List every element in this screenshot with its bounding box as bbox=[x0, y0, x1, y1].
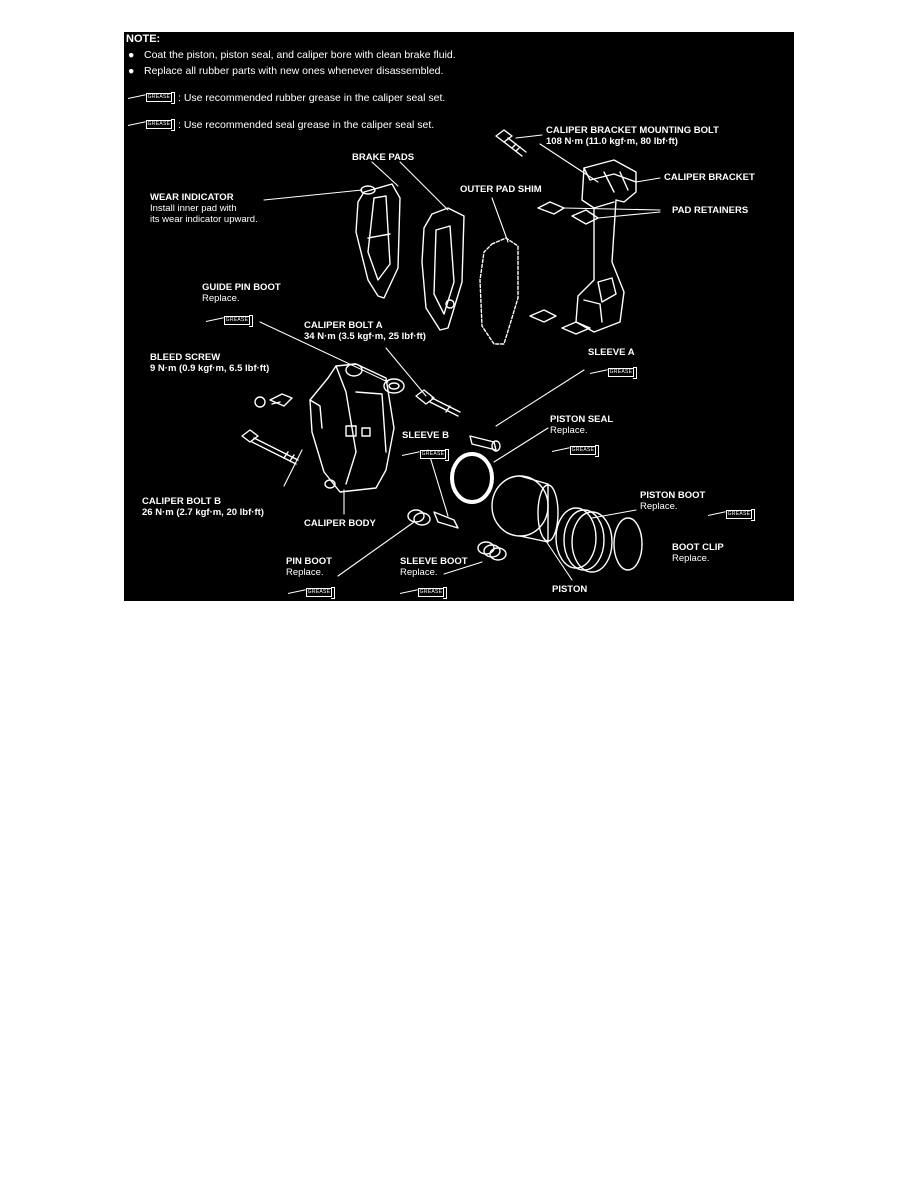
caliper-bolt-a bbox=[415, 389, 461, 417]
label-piston-boot-note: Replace. bbox=[640, 501, 678, 512]
note-line-1: Coat the piston, piston seal, and calipe… bbox=[144, 49, 456, 61]
label-wear-indicator-line-2: its wear indicator upward. bbox=[150, 214, 258, 225]
piston-shape bbox=[491, 475, 559, 543]
grease-tube-text: GREASE bbox=[418, 588, 444, 597]
grease-tube-text: GREASE bbox=[726, 510, 752, 519]
grease-tube-text: GREASE bbox=[420, 450, 446, 459]
label-caliper-bolt-a-torque: 34 N·m (3.5 kgf·m, 25 lbf·ft) bbox=[304, 331, 426, 342]
label-outer-pad-shim: OUTER PAD SHIM bbox=[460, 184, 542, 195]
label-caliper-bolt-a: CALIPER BOLT A bbox=[304, 320, 383, 331]
grease-tube-text: GREASE bbox=[146, 120, 172, 129]
outer-pad-shim bbox=[479, 237, 519, 345]
grease-tube-text: GREASE bbox=[224, 316, 250, 325]
label-guide-pin-boot: GUIDE PIN BOOT bbox=[202, 282, 281, 293]
label-wear-indicator: WEAR INDICATOR bbox=[150, 192, 234, 203]
caliper-bracket bbox=[575, 159, 637, 333]
piston-seal bbox=[450, 452, 494, 504]
label-guide-pin-boot-note: Replace. bbox=[202, 293, 240, 304]
piston-boot-grease-icon: GREASE bbox=[707, 508, 756, 521]
piston-seal-grease-icon: GREASE bbox=[551, 444, 600, 457]
caliper-bracket-mounting-bolt bbox=[495, 129, 527, 157]
grease-tube-text: GREASE bbox=[306, 588, 332, 597]
grease-tube-text: GREASE bbox=[146, 93, 172, 102]
label-piston: PISTON bbox=[552, 584, 588, 595]
label-wear-indicator-line-1: Install inner pad with bbox=[150, 203, 237, 214]
sleeve-a bbox=[469, 435, 501, 452]
label-pin-boot: PIN BOOT bbox=[286, 556, 332, 567]
seal-grease-icon: GREASE bbox=[127, 118, 176, 131]
label-caliper-bracket: CALIPER BRACKET bbox=[664, 172, 755, 183]
caliper-exploded-diagram: NOTE: ● Coat the piston, piston seal, an… bbox=[124, 32, 794, 601]
note-line-2: Replace all rubber parts with new ones w… bbox=[144, 65, 444, 77]
label-caliper-bolt-b: CALIPER BOLT B bbox=[142, 496, 221, 507]
label-sleeve-boot-note: Replace. bbox=[400, 567, 438, 578]
boot-clip bbox=[613, 517, 643, 571]
guide-pin-boot-grease-icon: GREASE bbox=[205, 314, 254, 327]
sleeve-b-grease-icon: GREASE bbox=[401, 448, 450, 461]
caliper-bolt-b bbox=[241, 429, 299, 465]
label-sleeve-b: SLEEVE B bbox=[402, 430, 449, 441]
label-boot-clip-note: Replace. bbox=[672, 553, 710, 564]
note-bullet-2-icon: ● bbox=[128, 65, 135, 77]
rubber-grease-icon: GREASE bbox=[127, 91, 176, 104]
pin-boot-grease-icon: GREASE bbox=[287, 586, 336, 599]
legend-rubber-grease: : Use recommended rubber grease in the c… bbox=[178, 92, 446, 104]
outer-brake-pad bbox=[421, 207, 465, 331]
label-sleeve-boot: SLEEVE BOOT bbox=[400, 556, 468, 567]
diagram-drawing bbox=[241, 129, 661, 581]
label-pin-boot-note: Replace. bbox=[286, 567, 324, 578]
label-piston-boot: PISTON BOOT bbox=[640, 490, 706, 501]
sleeve-boot bbox=[477, 541, 507, 561]
label-boot-clip: BOOT CLIP bbox=[672, 542, 724, 553]
label-caliper-bolt-b-torque: 26 N·m (2.7 kgf·m, 20 lbf·ft) bbox=[142, 507, 264, 518]
grease-tube-text: GREASE bbox=[608, 368, 634, 377]
sleeve-boot-grease-icon: GREASE bbox=[399, 586, 448, 599]
legend-seal-grease: : Use recommended seal grease in the cal… bbox=[178, 119, 435, 131]
label-bleed-screw: BLEED SCREW bbox=[150, 352, 221, 363]
label-brake-pads: BRAKE PADS bbox=[352, 152, 415, 163]
label-caliper-body: CALIPER BODY bbox=[304, 518, 376, 529]
sleeve-b bbox=[433, 511, 459, 529]
piston-boot bbox=[555, 507, 613, 573]
note-bullet-1-icon: ● bbox=[128, 49, 135, 61]
label-bracket-bolt-torque: 108 N·m (11.0 kgf·m, 80 lbf·ft) bbox=[546, 136, 678, 147]
pin-boot bbox=[407, 509, 431, 526]
caliper-body-shape bbox=[309, 363, 395, 493]
guide-pin-boot bbox=[383, 378, 405, 394]
label-pad-retainers: PAD RETAINERS bbox=[672, 205, 749, 216]
bleed-screw bbox=[254, 393, 293, 408]
label-sleeve-a: SLEEVE A bbox=[588, 347, 635, 358]
label-bleed-screw-torque: 9 N·m (0.9 kgf·m, 6.5 lbf·ft) bbox=[150, 363, 270, 374]
inner-brake-pad bbox=[355, 183, 401, 299]
label-bracket-bolt: CALIPER BRACKET MOUNTING BOLT bbox=[546, 125, 719, 136]
label-piston-seal: PISTON SEAL bbox=[550, 414, 614, 425]
sleeve-a-grease-icon: GREASE bbox=[589, 366, 638, 379]
grease-tube-text: GREASE bbox=[570, 446, 596, 455]
label-piston-seal-note: Replace. bbox=[550, 425, 588, 436]
note-title: NOTE: bbox=[126, 33, 161, 45]
leader-lines bbox=[259, 134, 661, 581]
